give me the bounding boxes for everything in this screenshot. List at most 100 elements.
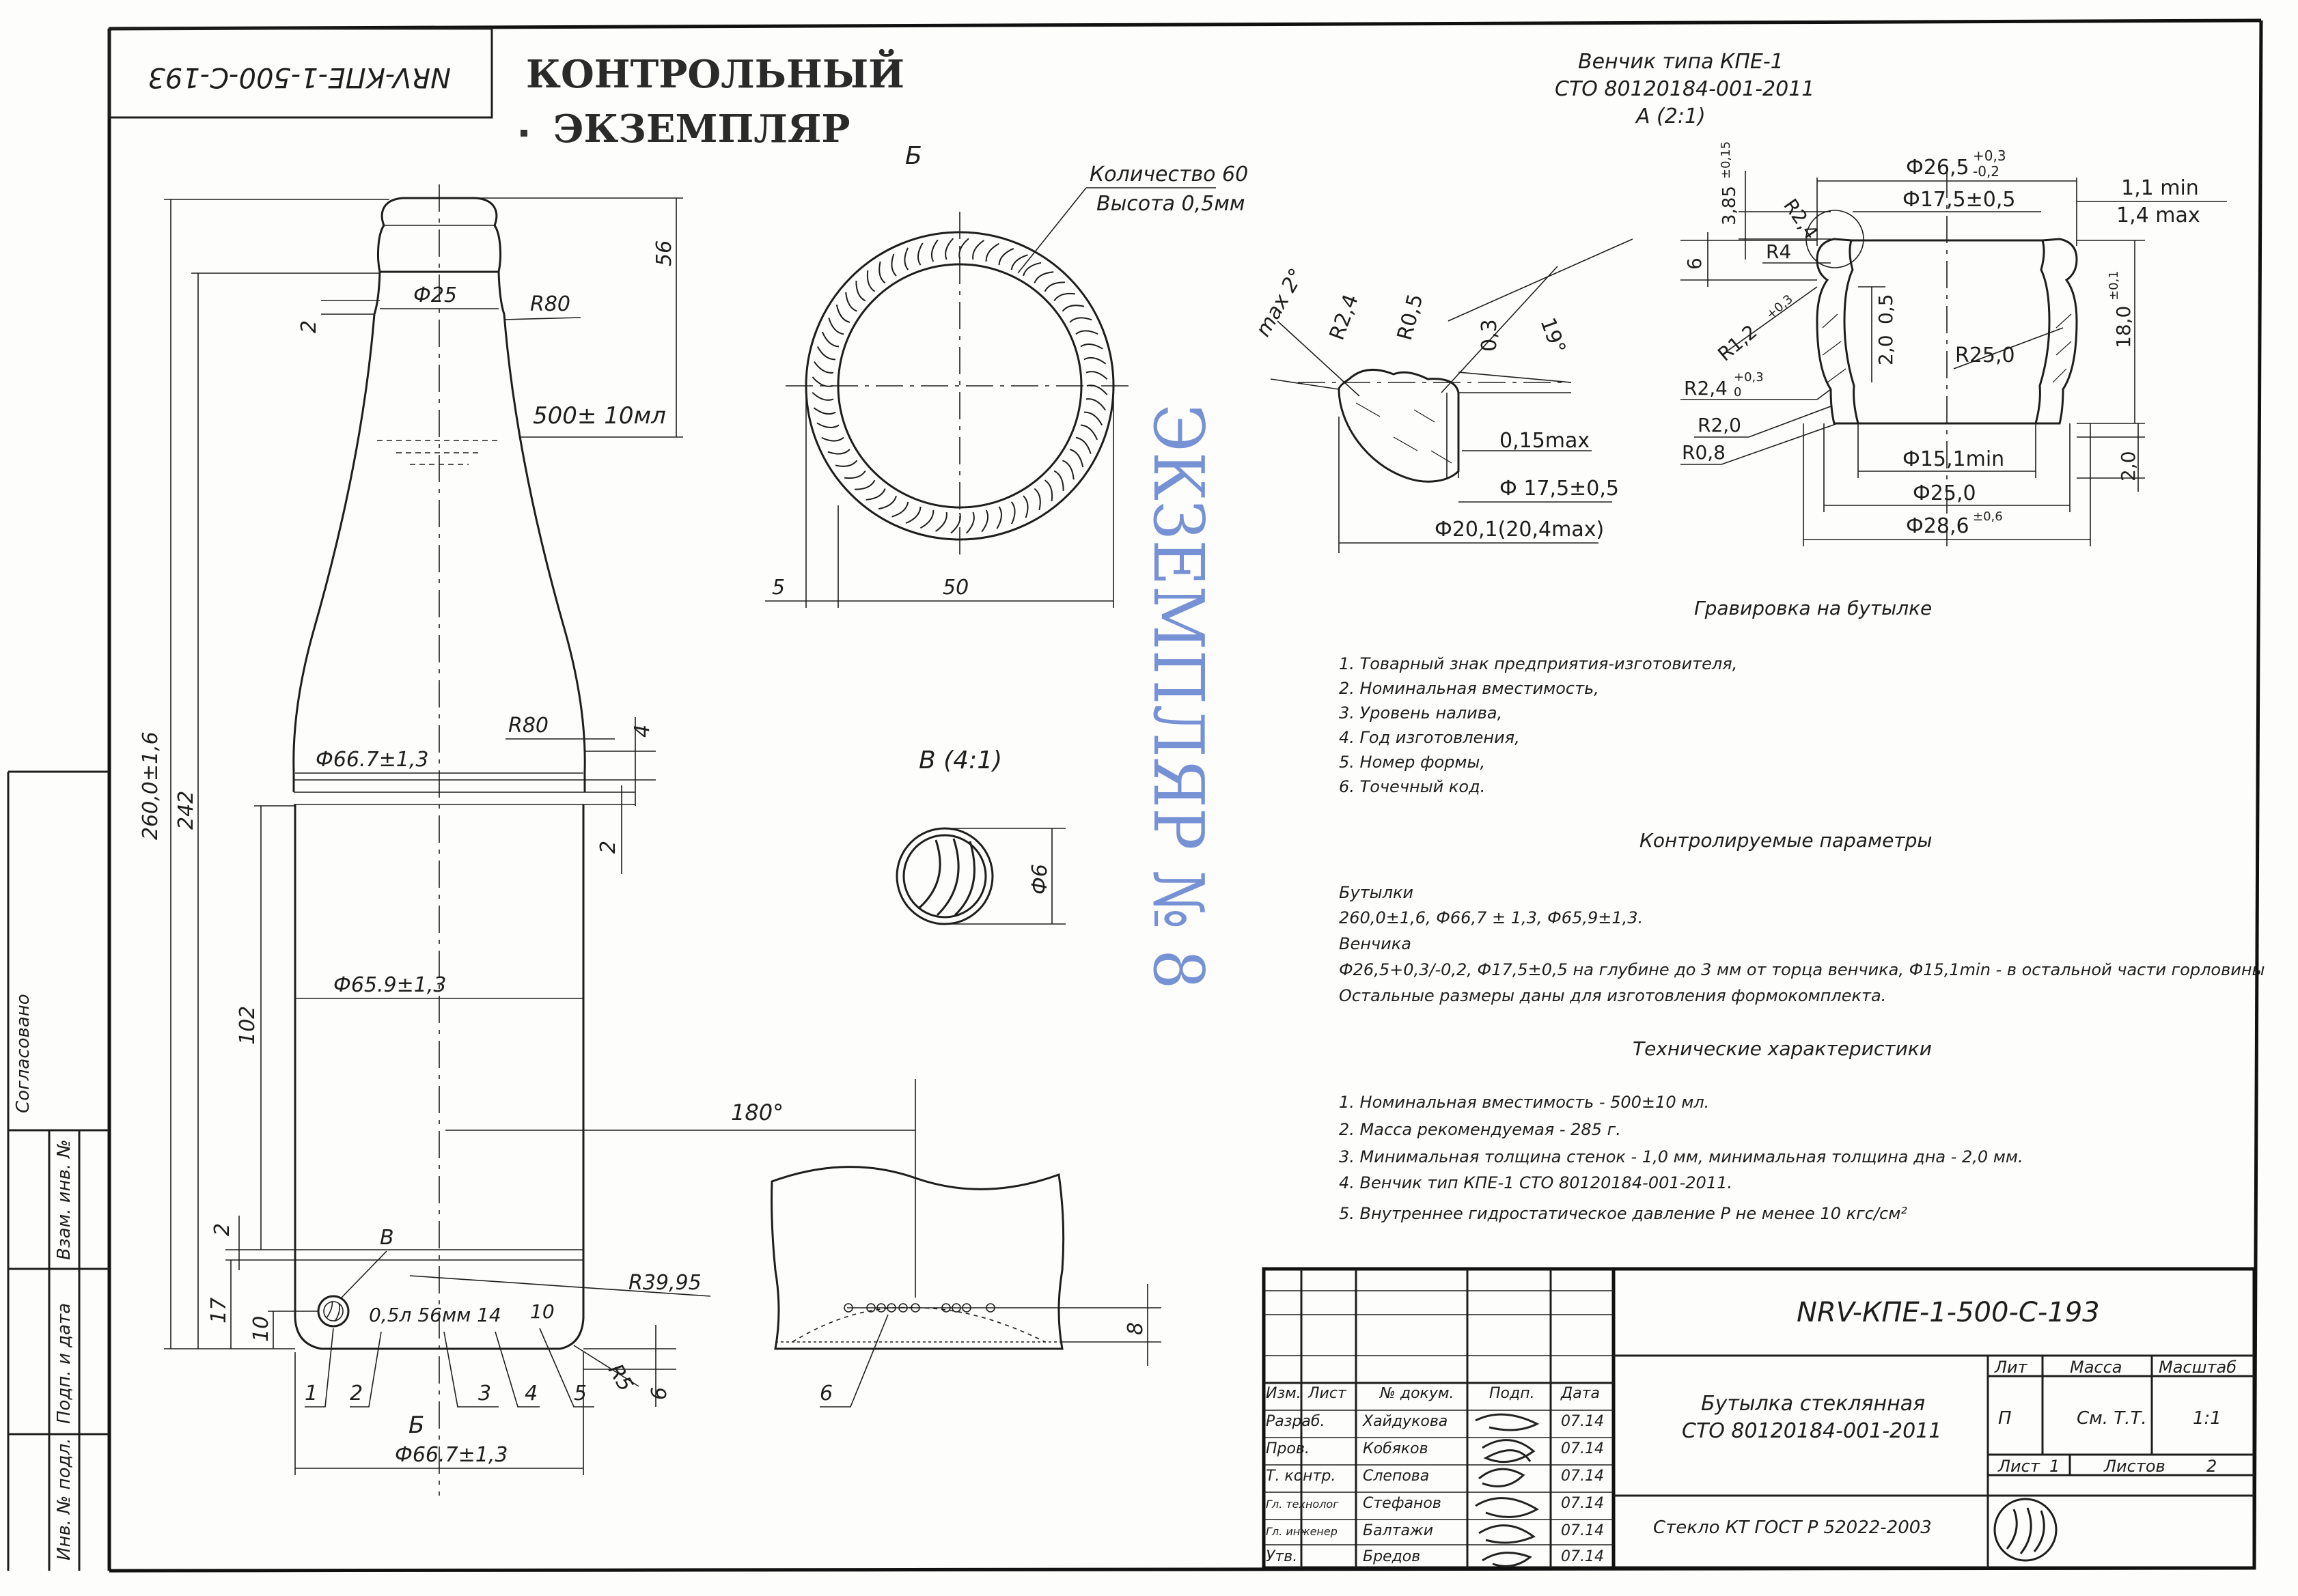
tb-mass-label: Масса <box>2070 1358 2122 1377</box>
bottle-dim-10: 10 <box>249 1316 273 1342</box>
finish-r24b-tol-dn: 0 <box>1734 385 1741 400</box>
signatures <box>1475 1413 1540 1567</box>
ring-rib <box>812 391 834 401</box>
view-b: Б Количество 60 Высота 0,5мм 5 50 <box>765 142 1248 608</box>
tb-date: 07.14 <box>1561 1413 1604 1430</box>
ring-rib <box>891 501 909 518</box>
ring-rib <box>998 247 1014 266</box>
engraving-item: 5. Номер формы, <box>1339 753 1485 772</box>
view-b-dim-5: 5 <box>772 576 785 600</box>
bottle-dim-2a: 2 <box>297 320 321 333</box>
ring-rib <box>878 261 886 284</box>
ring-rib <box>844 470 866 479</box>
bottom-callout-6: 6 <box>820 1382 833 1405</box>
view-v-dim: Ф6 <box>1028 864 1052 895</box>
callout-1: 1 <box>305 1382 318 1405</box>
finish-min11: 1,1 min <box>2121 176 2199 200</box>
tb-lit-label: Лит <box>1994 1358 2028 1377</box>
ring-rib <box>866 270 876 292</box>
finish-title-3: А (2:1) <box>1635 104 1706 128</box>
finish-hatch <box>1822 313 2072 383</box>
controlled-line: 260,0±1,6, Ф66,7 ± 1,3, Ф65,9±1,3. <box>1339 908 1643 927</box>
strip-sign-date: Подп. и дата <box>54 1303 74 1424</box>
ring-rib <box>1085 398 1106 410</box>
finish-d265: Ф26,5 <box>1906 156 1969 180</box>
finish-title-1: Венчик типа КПЕ-1 <box>1578 50 1784 74</box>
ring-rib <box>1053 470 1064 491</box>
ring-rib <box>930 239 939 262</box>
finish-h20: 2,0 <box>2117 451 2140 481</box>
ring-rib <box>1075 330 1098 335</box>
callout-5: 5 <box>574 1382 587 1405</box>
tb-sheets-label: Листов <box>2103 1457 2165 1476</box>
tb-role: Т. контр. <box>1266 1468 1335 1485</box>
finish-r250: R25,0 <box>1955 344 2015 367</box>
callout-4: 4 <box>525 1382 538 1405</box>
tb-hdr-doc: № докум. <box>1379 1385 1454 1402</box>
tb-date: 07.14 <box>1561 1440 1604 1457</box>
bottle-bottom-b: Б <box>409 1412 424 1439</box>
engraving-item: 4. Год изготовления, <box>1339 728 1520 747</box>
tb-hdr-sign: Подп. <box>1489 1385 1535 1402</box>
callout-2: 2 <box>350 1382 363 1405</box>
ring-rib <box>1080 344 1103 350</box>
finish-h385-tol: ±0,15 <box>1719 141 1733 179</box>
tb-name: Хайдукова <box>1362 1413 1448 1430</box>
tech-item: 3. Минимальная толщина стенок - 1,0 мм, … <box>1339 1147 2023 1166</box>
ring-rib <box>1083 356 1107 365</box>
ring-rib <box>835 304 850 323</box>
left-strip: Согласовано Взам. инв. № Подп. и дата Ин… <box>7 770 109 1571</box>
doc-code-stamp-text: NRV-КПЕ-1-500-С-193 <box>148 61 451 93</box>
finish-r24: R2,4 <box>1779 195 1823 243</box>
bottle-engraving: 0,5л 56мм 14 <box>369 1304 501 1326</box>
bottle-engraving-10: 10 <box>530 1300 555 1323</box>
finish-d265-tol-up: +0,3 <box>1973 148 2006 164</box>
tb-role: Пров. <box>1266 1440 1310 1457</box>
controlled-list: Бутылки 260,0±1,6, Ф66,7 ± 1,3, Ф65,9±1,… <box>1339 883 2265 1005</box>
tb-designation: NRV-КПЕ-1-500-С-193 <box>1797 1297 2100 1328</box>
ring-rib <box>891 253 897 277</box>
bottle-dim-102: 102 <box>236 1006 260 1045</box>
title-block: NRV-КПЕ-1-500-С-193 Бутылка стеклянная С… <box>1262 1267 2256 1570</box>
bottle-r80-top: R80 <box>530 292 570 316</box>
detail-a-d015: 0,15max <box>1499 429 1590 453</box>
tb-product-2: СТО 80120184-001-2011 <box>1682 1419 1941 1443</box>
ring-rib <box>1069 449 1084 468</box>
tb-name: Балтажи <box>1363 1522 1433 1539</box>
bottle-dim-56: 56 <box>652 240 676 266</box>
ring-rib <box>816 346 836 361</box>
bottom-dim-8: 8 <box>1124 1322 1148 1335</box>
bottle-volume: 500± 10мл <box>533 402 666 430</box>
bottle-r5: R5 <box>603 1360 637 1396</box>
ring-rib <box>1023 495 1029 518</box>
bottle-r80-mid: R80 <box>508 714 549 738</box>
finish-h180-tol: ±0,1 <box>2107 270 2121 300</box>
tb-name: Кобяков <box>1363 1440 1428 1457</box>
strip-replace-inv: Взам. инв. № <box>54 1139 74 1260</box>
angle-180: 180° <box>731 1100 784 1125</box>
tb-sheets-value: 2 <box>2206 1457 2217 1476</box>
tb-hdr-izm: Изм. <box>1266 1385 1301 1402</box>
bottle-label-v: В <box>380 1226 394 1250</box>
blue-stamp: ЭКЗЕМПЛЯР № 8 <box>1138 404 1219 989</box>
ring-rib <box>1085 371 1108 380</box>
tb-role: Гл. инженер <box>1266 1525 1338 1538</box>
ring-rib <box>866 488 886 501</box>
tb-name: Слепова <box>1363 1468 1429 1485</box>
finish-d175: Ф17,5±0,5 <box>1902 188 2015 212</box>
view-b-dim-50: 50 <box>943 576 969 600</box>
ring-rib <box>1034 488 1041 511</box>
ring-rib <box>1044 479 1053 502</box>
bottle-d659: Ф65.9±1,3 <box>333 973 446 997</box>
ring-rib <box>920 509 935 529</box>
ring-rib <box>845 292 857 312</box>
controlled-line: Ф26,5+0,3/-0,2, Ф17,5±0,5 на глубине до … <box>1339 960 2265 979</box>
ring-rib <box>1062 305 1085 312</box>
tb-date: 07.14 <box>1561 1468 1604 1485</box>
tb-role: Разраб. <box>1266 1413 1325 1430</box>
tech-list: 1. Номинальная вместимость - 500±10 мл. … <box>1339 1093 2023 1223</box>
detail-a-hatch <box>1355 402 1452 464</box>
engraving-item: 3. Уровень налива, <box>1339 703 1502 723</box>
tb-lit-value: П <box>1998 1408 2012 1429</box>
bottle-dim-4: 4 <box>631 725 654 738</box>
